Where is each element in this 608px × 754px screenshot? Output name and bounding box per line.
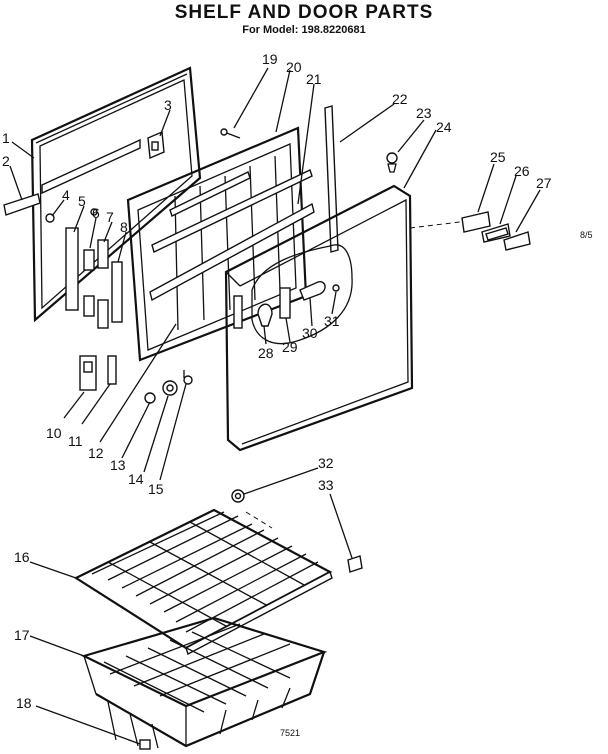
callout-22: 22 [392, 91, 408, 107]
wire-shelf-rack [73, 508, 333, 656]
callout-6: 6 [92, 205, 100, 221]
wire-basket [80, 616, 328, 749]
door-liner-frame [30, 66, 202, 323]
outer-door-panel [224, 184, 414, 452]
plug-23 [386, 152, 398, 173]
rack-clips [231, 489, 363, 573]
clip-part [147, 130, 165, 160]
cutaway-detail [251, 244, 353, 345]
hinge-brackets [45, 208, 123, 329]
side-note: 8/5 [580, 230, 593, 240]
callout-28: 28 [258, 345, 274, 361]
callout-26: 26 [514, 163, 530, 179]
callout-5: 5 [78, 193, 86, 209]
callout-33: 33 [318, 477, 334, 493]
callout-27: 27 [536, 175, 552, 191]
callout-7: 7 [106, 209, 114, 225]
bottom-hinge-parts [79, 355, 117, 391]
figure-code: 7521 [280, 728, 300, 738]
trim-strip [3, 193, 41, 216]
callout-19: 19 [262, 51, 278, 67]
callout-12: 12 [88, 445, 104, 461]
callout-labels: 1 2 3 4 5 6 7 8 10 11 12 13 14 15 16 17 … [2, 51, 593, 738]
basket-foot [139, 739, 151, 750]
callout-1: 1 [2, 130, 10, 146]
door-trim-pieces [409, 211, 531, 251]
inner-shelf-bar [41, 138, 141, 195]
callout-18: 18 [16, 695, 32, 711]
callout-32: 32 [318, 455, 334, 471]
callout-29: 29 [282, 339, 298, 355]
callout-25: 25 [490, 149, 506, 165]
callout-24: 24 [436, 119, 452, 135]
knob-assembly [144, 370, 193, 404]
callout-21: 21 [306, 71, 322, 87]
callout-31: 31 [324, 313, 340, 329]
callout-15: 15 [148, 481, 164, 497]
page-title: SHELF AND DOOR PARTS [174, 2, 434, 23]
door-shelf-rails [149, 169, 315, 302]
callout-3: 3 [164, 97, 172, 113]
callout-4: 4 [62, 187, 70, 203]
callout-14: 14 [128, 471, 144, 487]
callout-8: 8 [120, 219, 128, 235]
callout-13: 13 [110, 457, 126, 473]
screw-19 [220, 128, 241, 139]
callout-23: 23 [416, 105, 432, 121]
callout-30: 30 [302, 325, 318, 341]
callout-20: 20 [286, 59, 302, 75]
callout-11: 11 [68, 433, 83, 449]
callout-17: 17 [14, 627, 30, 643]
long-rod [324, 105, 339, 253]
leader-lines [9, 67, 541, 745]
callout-2: 2 [2, 153, 10, 169]
callout-16: 16 [14, 549, 30, 565]
callout-10: 10 [46, 425, 62, 441]
model-subtitle: For Model: 198.8220681 [242, 24, 366, 36]
